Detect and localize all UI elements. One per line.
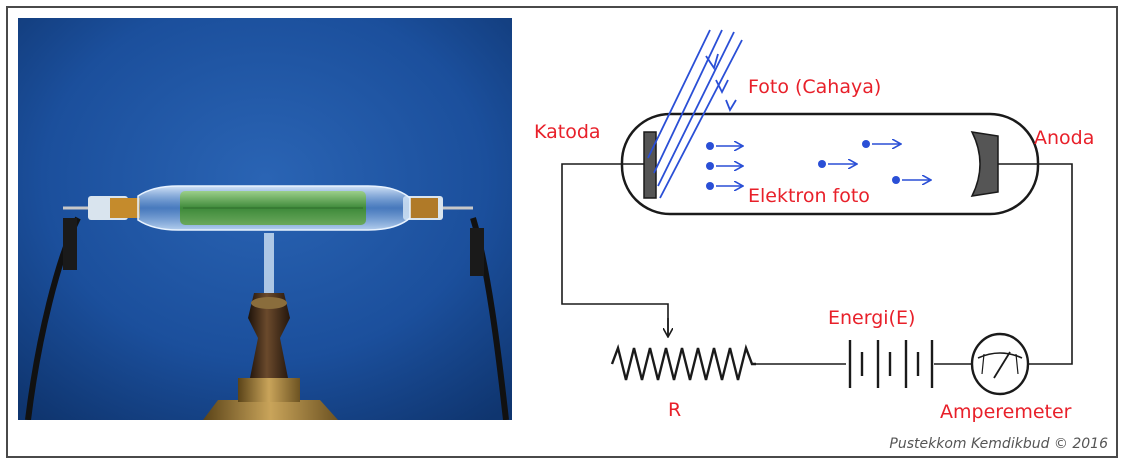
ammeter-icon <box>970 332 1030 396</box>
anode-label: Anoda <box>1034 127 1094 149</box>
energy-label: Energi(E) <box>828 307 915 329</box>
circuit-wires <box>561 163 1073 365</box>
battery-icon <box>848 340 934 388</box>
cathode-label: Katoda <box>534 121 601 143</box>
anode-cup-icon <box>970 131 999 197</box>
resistor-icon <box>610 343 756 381</box>
ammeter-label: Amperemeter <box>940 401 1072 423</box>
photoelectron-label: Elektron foto <box>748 185 870 207</box>
photon-label: Foto (Cahaya) <box>748 76 881 98</box>
phototube-photograph <box>18 18 512 420</box>
resistor-label: R <box>668 399 681 421</box>
image-credit: Pustekkom Kemdikbud © 2016 <box>889 436 1108 452</box>
photoelectrons <box>706 140 930 190</box>
photoelectric-circuit-diagram: Foto (Cahaya) Katoda Anoda Elektron foto… <box>534 29 1094 423</box>
photon-rays <box>647 29 743 199</box>
cathode-plate-icon <box>643 131 657 199</box>
